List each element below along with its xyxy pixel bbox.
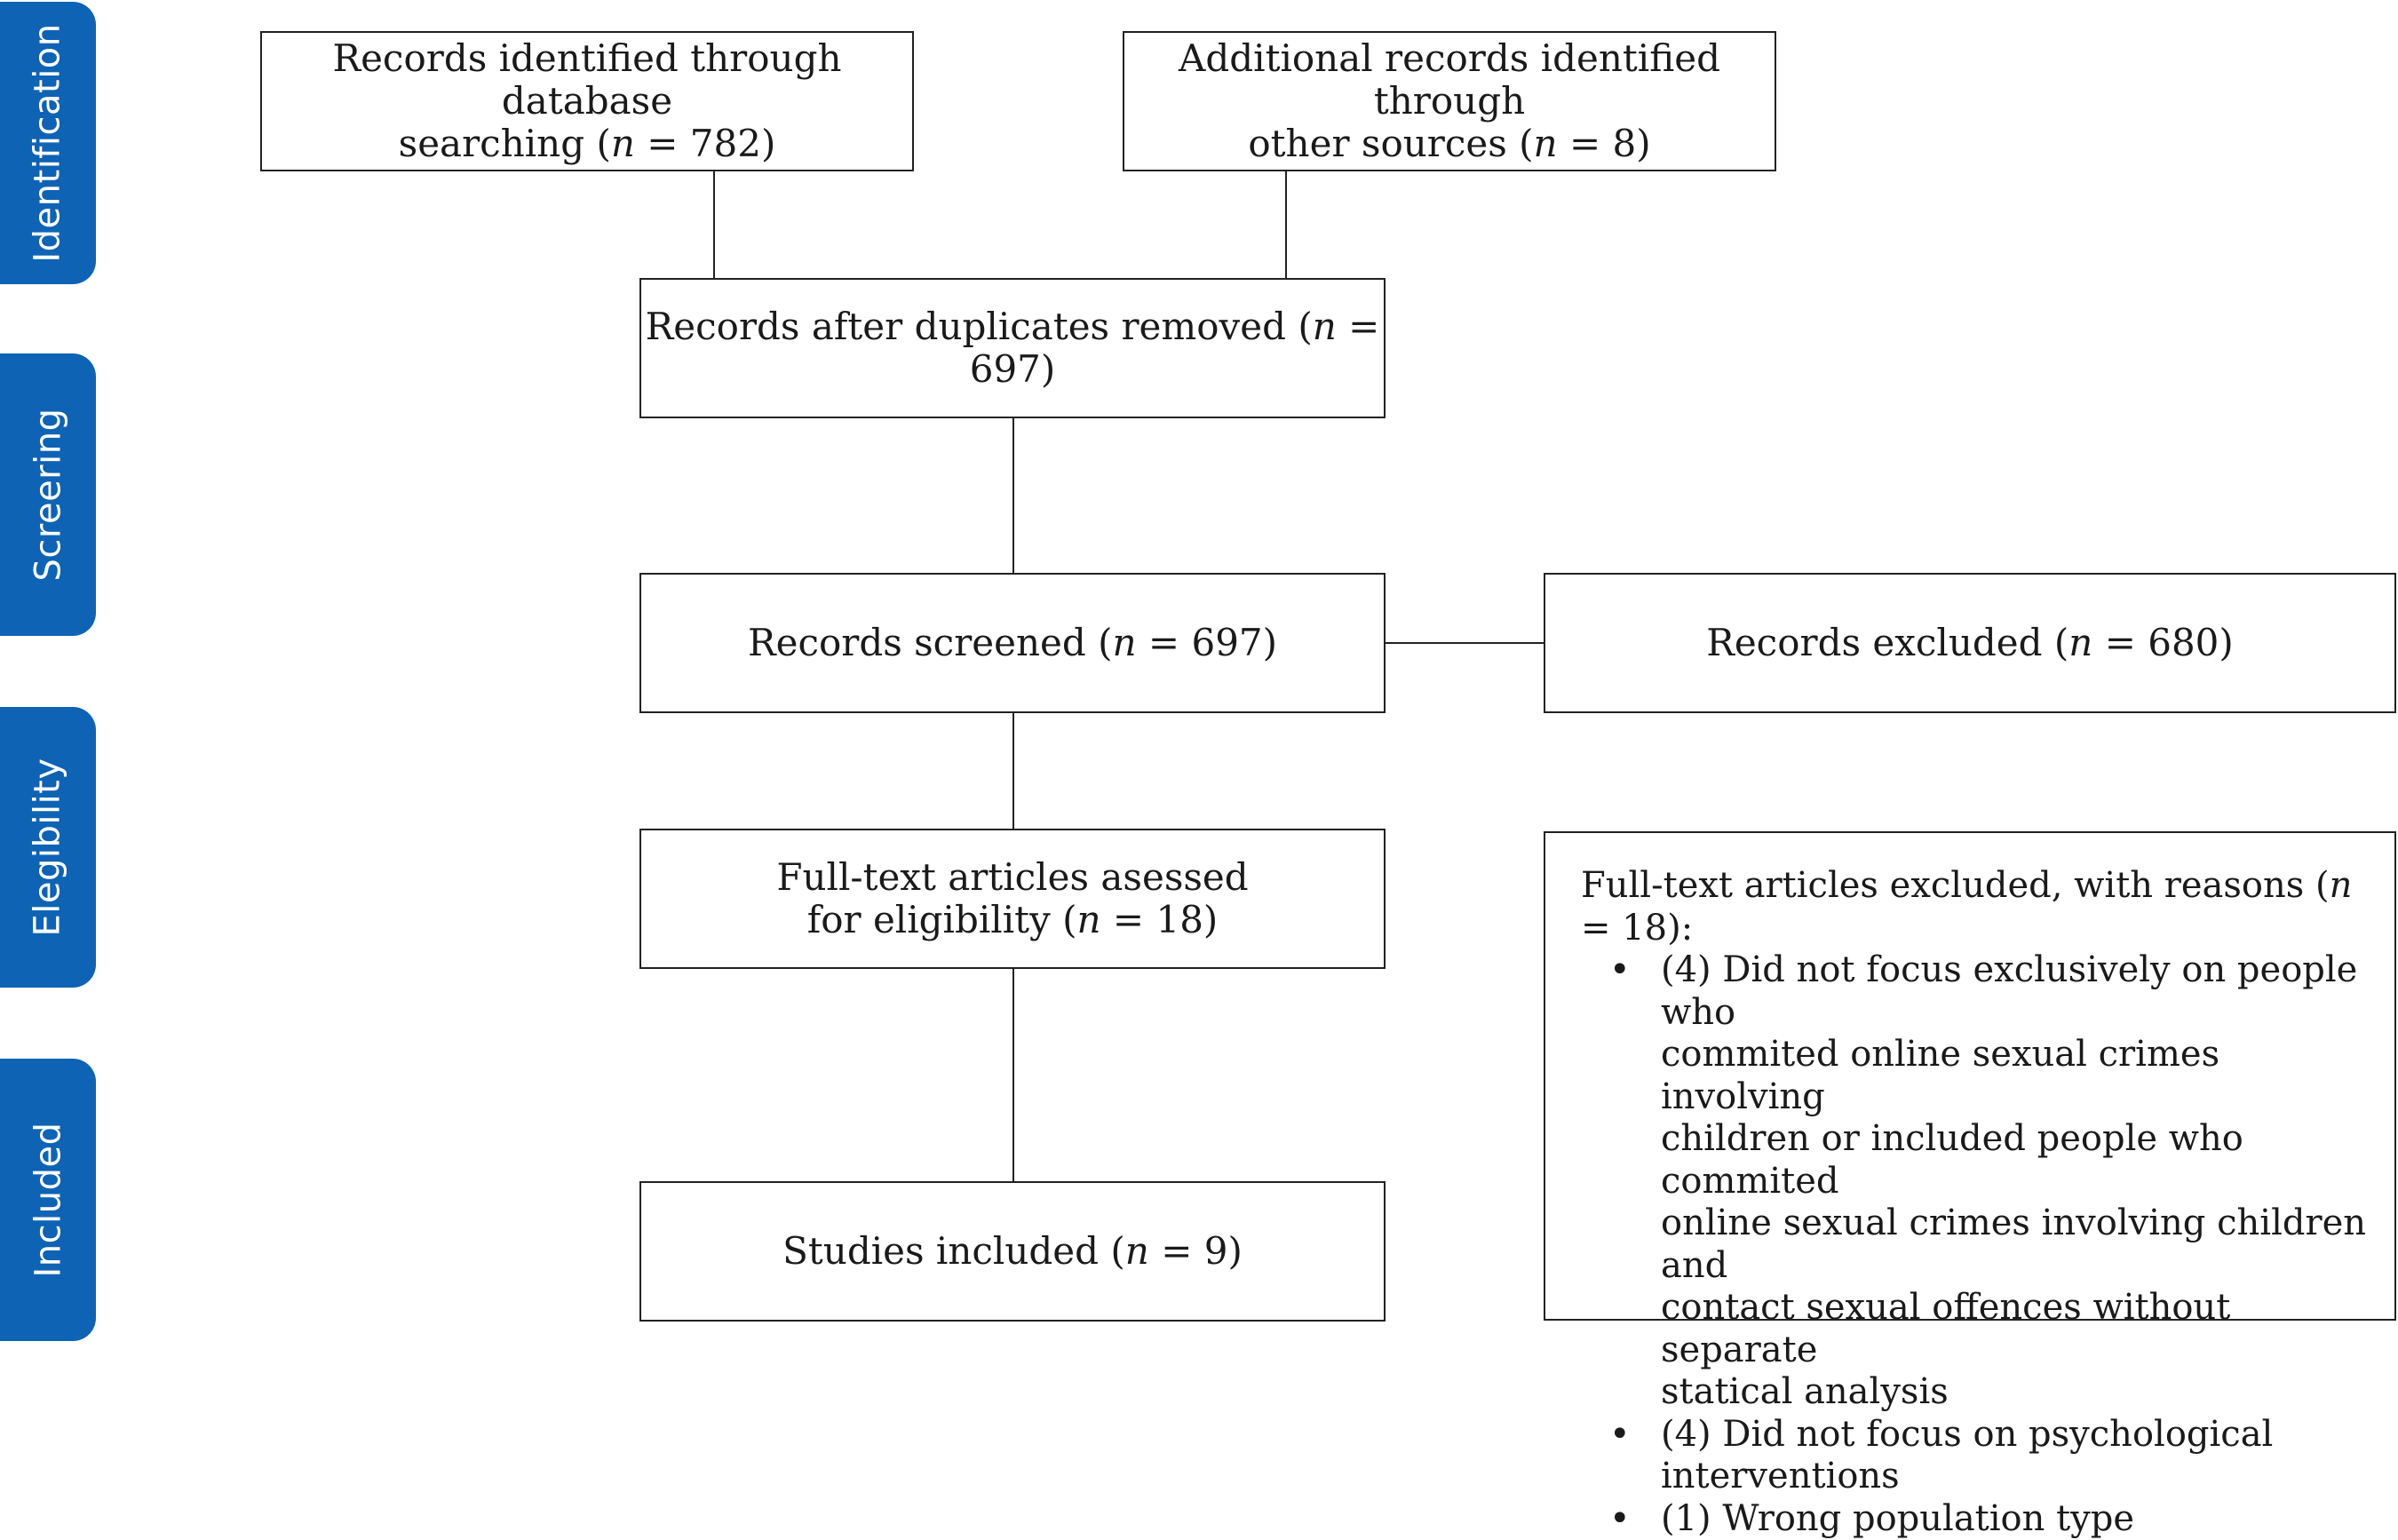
bullet-icon: • bbox=[1609, 949, 1631, 992]
studies-included-box: Studies included (n = 9) bbox=[639, 1181, 1386, 1322]
other-sources-box: Additional records identified through ot… bbox=[1123, 31, 1776, 171]
fulltext-assessed-n: n bbox=[1077, 898, 1101, 941]
exclusion-reason-item: • (4) Did not focus exclusively on peopl… bbox=[1661, 949, 2368, 1414]
database-search-n: n bbox=[611, 122, 635, 165]
phase-label-screening-text: Screering bbox=[28, 409, 68, 582]
database-search-line2-post: = 782) bbox=[635, 122, 775, 165]
studies-included-text: Studies included (n = 9) bbox=[782, 1230, 1243, 1273]
phase-label-identification: Identification bbox=[0, 2, 96, 284]
database-search-line2-pre: searching ( bbox=[399, 122, 611, 165]
duplicates-removed-pre: Records after duplicates removed ( bbox=[646, 305, 1313, 348]
database-search-box: Records identified through database sear… bbox=[260, 31, 914, 171]
records-excluded-post: = 680) bbox=[2092, 621, 2233, 664]
other-sources-n: n bbox=[1534, 122, 1558, 165]
bullet-icon: • bbox=[1609, 1498, 1631, 1540]
fulltext-assessed-line2-pre: for eligibility ( bbox=[807, 898, 1077, 941]
duplicates-removed-n: n bbox=[1313, 305, 1337, 348]
reason-line: online sexual crimes involving children … bbox=[1661, 1203, 2366, 1286]
exclusion-reason-item: • (4) Did not focus on psychological int… bbox=[1661, 1414, 2368, 1498]
phase-label-eligibility-text: Elegibility bbox=[28, 758, 68, 936]
fulltext-assessed-line2-post: = 18) bbox=[1101, 898, 1219, 941]
fulltext-excluded-heading-pre: Full-text articles excluded, with reason… bbox=[1581, 865, 2330, 906]
records-screened-text: Records screened (n = 697) bbox=[748, 622, 1277, 664]
records-screened-n: n bbox=[1113, 621, 1137, 664]
prisma-flow-diagram: Identification Screering Elegibility Inc… bbox=[0, 0, 2398, 1342]
reason-line: statical analysis bbox=[1661, 1371, 1949, 1412]
exclusion-reasons-list: • (4) Did not focus exclusively on peopl… bbox=[1581, 949, 2368, 1540]
database-search-line1: Records identified through database bbox=[332, 36, 841, 123]
other-sources-text: Additional records identified through ot… bbox=[1124, 37, 1775, 165]
fulltext-excluded-n: n bbox=[2330, 865, 2353, 906]
duplicates-removed-box: Records after duplicates removed (n = 69… bbox=[639, 278, 1386, 418]
records-screened-pre: Records screened ( bbox=[748, 621, 1113, 664]
records-excluded-n: n bbox=[2068, 621, 2092, 664]
phase-label-eligibility: Elegibility bbox=[0, 707, 96, 988]
connector-other-to-duplicates bbox=[1285, 171, 1287, 280]
connector-database-to-duplicates bbox=[713, 171, 715, 280]
bullet-icon: • bbox=[1609, 1414, 1631, 1457]
reason-line: (4) Did not focus on psychological bbox=[1661, 1414, 2273, 1455]
records-screened-box: Records screened (n = 697) bbox=[639, 573, 1386, 713]
fulltext-assessed-box: Full-text articles asessed for eligibili… bbox=[639, 829, 1386, 969]
records-screened-post: = 697) bbox=[1137, 621, 1277, 664]
database-search-text: Records identified through database sear… bbox=[262, 37, 912, 165]
records-excluded-box: Records excluded (n = 680) bbox=[1544, 573, 2396, 713]
records-excluded-pre: Records excluded ( bbox=[1706, 621, 2068, 664]
phase-label-identification-text: Identification bbox=[28, 23, 68, 262]
reason-line: (1) Wrong population type bbox=[1661, 1498, 2134, 1539]
studies-included-pre: Studies included ( bbox=[782, 1229, 1125, 1273]
duplicates-removed-text: Records after duplicates removed (n = 69… bbox=[641, 306, 1384, 391]
fulltext-excluded-box: Full-text articles excluded, with reason… bbox=[1544, 831, 2396, 1321]
reason-line: (4) Did not focus exclusively on people … bbox=[1661, 949, 2357, 1033]
reason-line: children or included people who commited bbox=[1661, 1118, 2243, 1202]
exclusion-reason-item: • (1) Wrong population type bbox=[1661, 1498, 2368, 1540]
connector-screened-to-excluded bbox=[1386, 642, 1545, 644]
connector-screened-to-fulltext bbox=[1012, 711, 1014, 830]
fulltext-excluded-heading-post: = 18): bbox=[1581, 908, 1693, 949]
other-sources-line2-pre: other sources ( bbox=[1248, 122, 1533, 165]
fulltext-excluded-heading: Full-text articles excluded, with reason… bbox=[1581, 865, 2368, 949]
other-sources-line1: Additional records identified through bbox=[1179, 36, 1720, 123]
studies-included-post: = 9) bbox=[1149, 1229, 1243, 1273]
other-sources-line2-post: = 8) bbox=[1558, 122, 1651, 165]
connector-fulltext-to-included bbox=[1012, 968, 1014, 1183]
phase-label-included-text: Included bbox=[28, 1123, 68, 1278]
phase-label-included: Included bbox=[0, 1059, 96, 1341]
fulltext-assessed-text: Full-text articles asessed for eligibili… bbox=[776, 856, 1248, 941]
reason-line: commited online sexual crimes involving bbox=[1661, 1034, 2219, 1117]
studies-included-n: n bbox=[1125, 1229, 1149, 1273]
fulltext-assessed-line1: Full-text articles asessed bbox=[776, 855, 1248, 899]
records-excluded-text: Records excluded (n = 680) bbox=[1706, 622, 2234, 664]
connector-duplicates-to-screened bbox=[1012, 417, 1014, 575]
reason-line: interventions bbox=[1661, 1456, 1900, 1496]
reason-line: contact sexual offences without separate bbox=[1661, 1287, 2230, 1370]
phase-label-screening: Screering bbox=[0, 353, 96, 636]
